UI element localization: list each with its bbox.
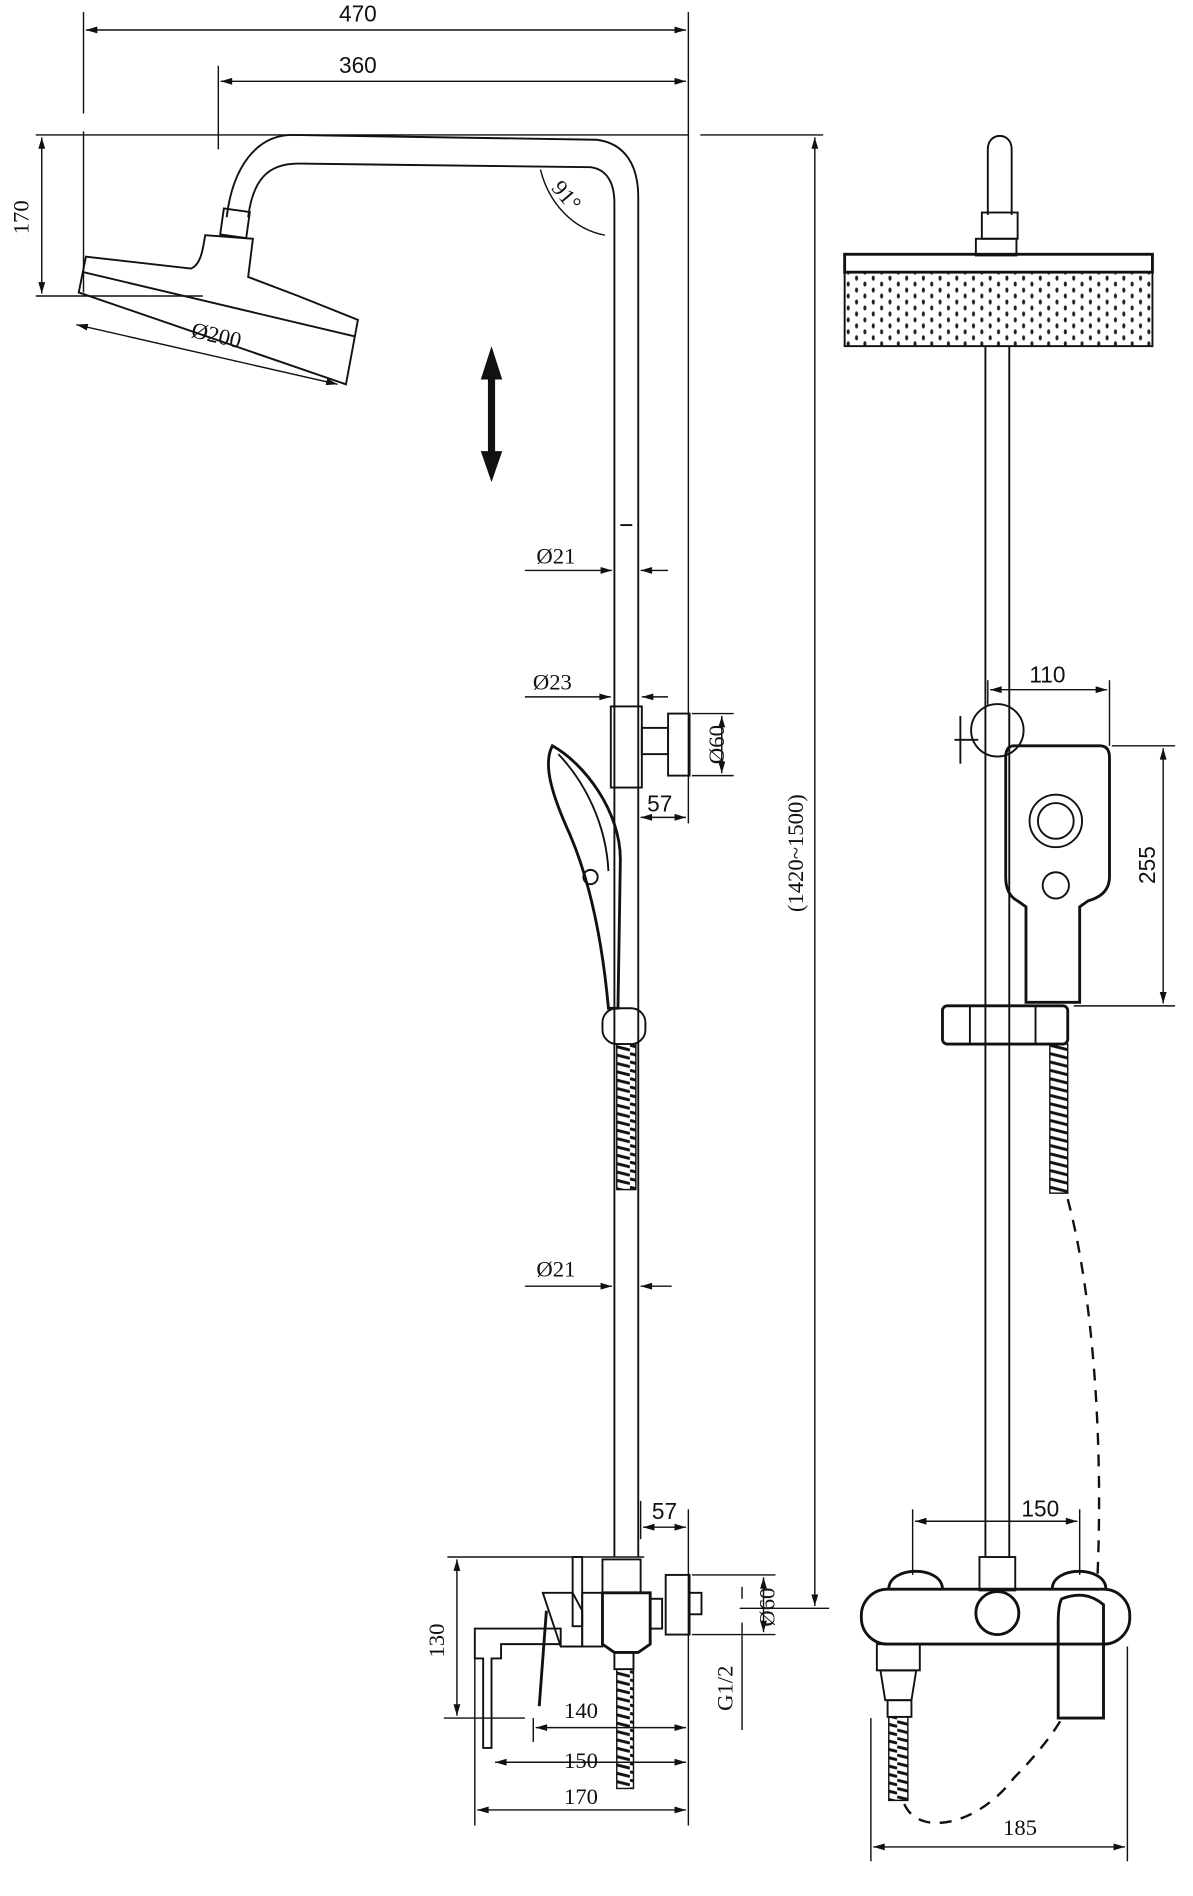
side-view: 470 360 170 91°	[9, 1, 830, 1826]
svg-text:Ø23: Ø23	[533, 670, 572, 695]
dim-wall-disc: Ø60	[691, 1574, 779, 1636]
svg-text:255: 255	[1134, 846, 1160, 884]
dim-handset-width: 110	[987, 662, 1111, 746]
svg-text:Ø21: Ø21	[536, 543, 575, 568]
dim-slider-offset: 57	[637, 790, 686, 824]
svg-text:Ø200: Ø200	[189, 317, 244, 353]
svg-text:130: 130	[424, 1624, 449, 1658]
svg-text:91°: 91°	[547, 176, 587, 216]
rain-shower-head-front	[843, 252, 1154, 348]
dim-arm-reach: 360	[217, 52, 686, 150]
dim-slider-diameter: Ø23	[524, 670, 669, 701]
dim-valve-offset: 57	[639, 1498, 690, 1826]
svg-text:470: 470	[339, 1, 377, 27]
dim-spout-170: 170	[474, 1658, 686, 1826]
svg-text:57: 57	[652, 1498, 677, 1524]
hand-shower-front	[1004, 744, 1111, 1004]
height-adjust-arrow-icon	[480, 346, 503, 483]
svg-text:170: 170	[9, 200, 34, 234]
svg-text:Ø21: Ø21	[536, 1257, 575, 1282]
dim-spout-140: 140	[532, 1698, 686, 1742]
dim-valve-centers: 150	[911, 1495, 1081, 1575]
dim-handset-length: 255	[1073, 745, 1176, 1007]
dim-valve-width: 185	[870, 1646, 1129, 1862]
svg-text:(1420~1500): (1420~1500)	[783, 794, 808, 912]
dim-arm-angle: 91°	[539, 169, 605, 236]
svg-text:170: 170	[564, 1784, 598, 1809]
shower-arm	[225, 134, 640, 1558]
svg-text:Ø60: Ø60	[704, 725, 729, 764]
svg-text:57: 57	[647, 790, 672, 816]
front-view: 110 255 150	[843, 134, 1176, 1862]
dim-thread: G1/2	[713, 1586, 743, 1731]
dim-overall-reach: 470	[82, 1, 690, 824]
svg-text:G1/2: G1/2	[713, 1666, 738, 1711]
dim-lower-rod-diameter: Ø21	[524, 1257, 672, 1290]
svg-text:150: 150	[1021, 1495, 1059, 1521]
svg-text:140: 140	[564, 1698, 598, 1723]
dim-total-height: (1420~1500)	[700, 134, 830, 1610]
dim-slider-disc: Ø60	[691, 712, 734, 777]
dim-upper-rod-diameter: Ø21	[524, 543, 669, 574]
hose-holder-front	[941, 1004, 1101, 1575]
svg-text:150: 150	[564, 1748, 598, 1773]
mixer-valve-front	[859, 1556, 1132, 1825]
svg-text:110: 110	[1029, 662, 1065, 688]
dim-valve-height: 130	[424, 1559, 525, 1719]
svg-text:360: 360	[339, 52, 377, 78]
svg-text:Ø60: Ø60	[754, 1588, 779, 1627]
hand-shower-side	[546, 743, 647, 1191]
dim-head-diameter: Ø200	[76, 317, 338, 386]
svg-text:185: 185	[1003, 1815, 1037, 1840]
dim-spout-150: 150	[495, 1748, 686, 1773]
dim-head-drop: 170	[9, 137, 46, 294]
slide-bracket-front	[954, 703, 1025, 764]
slide-bracket-side	[609, 705, 691, 789]
